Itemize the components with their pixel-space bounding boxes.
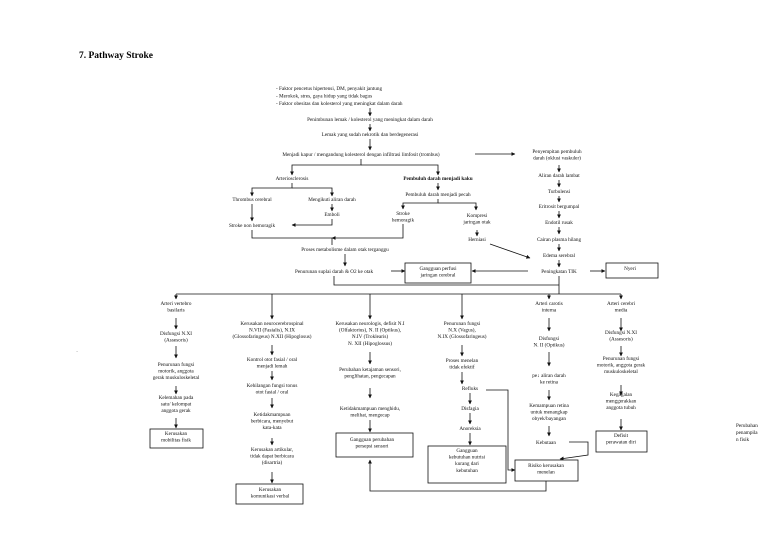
page-title: 7. Pathway Stroke: [79, 51, 153, 61]
node-emboli: Emboli: [324, 212, 340, 218]
node-pembuluh-kaku: Pembuluh darah menjadi kaku: [403, 176, 472, 182]
c3-head: Kerusakan neurologis, defisit N.I(Olfakt…: [335, 320, 404, 347]
c4-item-disfagia: Disfagia: [461, 405, 479, 412]
node-stroke-non-hemoragik: Stroke non hemoragik: [229, 223, 276, 229]
box-nyeri: [605, 262, 659, 279]
node-nyeri: Nyeri: [624, 266, 636, 272]
c4-item-refluks: Refluks: [462, 385, 478, 392]
arrow-to-kaku: [361, 164, 440, 176]
c4-item-anoreksia: Anoreksia: [459, 426, 481, 432]
node-mengikuti-aliran: Mengikuti aliran darah: [308, 197, 356, 203]
c3-item-ketidakmampuan: Ketidakmampuan menghidu,melihat, mengeca…: [340, 406, 400, 419]
c1-item-disfungsi: Disfungsi N.XI(Assesoris): [160, 330, 192, 344]
box-gangguan-perfusi: [404, 262, 472, 284]
node-pembuluh-pecah: Pembuluh darah menjadi pecah: [405, 192, 471, 198]
node-penurunan-suplai: Penurunan suplai darah & O2 ke otak: [295, 269, 373, 275]
node-turbulensi: Turbulensi: [548, 189, 571, 195]
risk-factor: - Faktor obesitas dan kolesterol yang me…: [276, 101, 403, 107]
box-c1-mobilitas: [149, 428, 204, 449]
node-thrombus-cerebral: Thrombus cerebral: [232, 197, 272, 203]
arrow: [333, 276, 370, 286]
arrow-to-sensori: [368, 459, 547, 492]
node-proses-metabolisme: Proses metabolisme dalam otak terganggu: [301, 247, 389, 253]
node-endotil: Endotil rusak: [545, 220, 573, 226]
box-c4-nutrisi: [427, 445, 507, 484]
arrow: [438, 202, 478, 211]
arrow: [291, 219, 333, 227]
arrow-to-arteriosclerosis: [290, 159, 362, 176]
connector-stroke: [251, 230, 333, 245]
node-herniasi: Herniasi: [468, 237, 486, 243]
arrow: [486, 389, 516, 472]
risk-factor: - Merokok, stres, gaya hidup yang tidak …: [276, 93, 372, 99]
box-c3-sensori: [335, 432, 414, 458]
arrow-herniasi-to-tik: [489, 243, 531, 259]
arrow: [331, 224, 404, 240]
node-lemak-nekrotik: Lemak yang sudah nekrotik dan berdegener…: [322, 132, 419, 138]
stray-dot: .: [76, 348, 77, 354]
box-c4-risiko-menelan: [514, 459, 579, 482]
arrow: [401, 199, 439, 210]
c2-item-artikular: Kerusakan artikular,tidak dapat berbicar…: [250, 447, 294, 466]
node-penimbunan-lemak: Penimbunan lemak / kolesterol yang menin…: [307, 117, 433, 123]
box-c2-komunikasi: [235, 483, 304, 505]
c5-item-kebutaan: Kebutaan: [536, 440, 556, 446]
node-menjadi-kapur: Menjadi kapur / mengandung kolesterol de…: [282, 151, 440, 158]
node-edema: Edema serebral: [543, 253, 576, 259]
node-eritrosit: Eritrosit bergumpal: [539, 204, 580, 210]
c6-item-disfungsi: Disfungsi N.XI(Assesoris): [605, 329, 637, 343]
arrow: [292, 187, 334, 197]
node-cairan-plasma: Cairan plasma hilang: [537, 237, 581, 243]
node-arteriosclerosis: Arteriosclerosis: [276, 176, 309, 182]
box-c6-defisit: [595, 430, 648, 453]
risk-factor: - Faktor pencetus hipertensi, DM, penyak…: [276, 86, 382, 92]
node-peningkatan-tik: Peningkatan TIK: [541, 269, 577, 275]
arrow: [250, 183, 293, 197]
c3-item-perubahan: Perubahan ketajaman sensori,penglihatan,…: [339, 367, 401, 380]
node-aliran-lambat: Aliran darah lambat: [538, 173, 580, 179]
arrow: [559, 441, 589, 461]
